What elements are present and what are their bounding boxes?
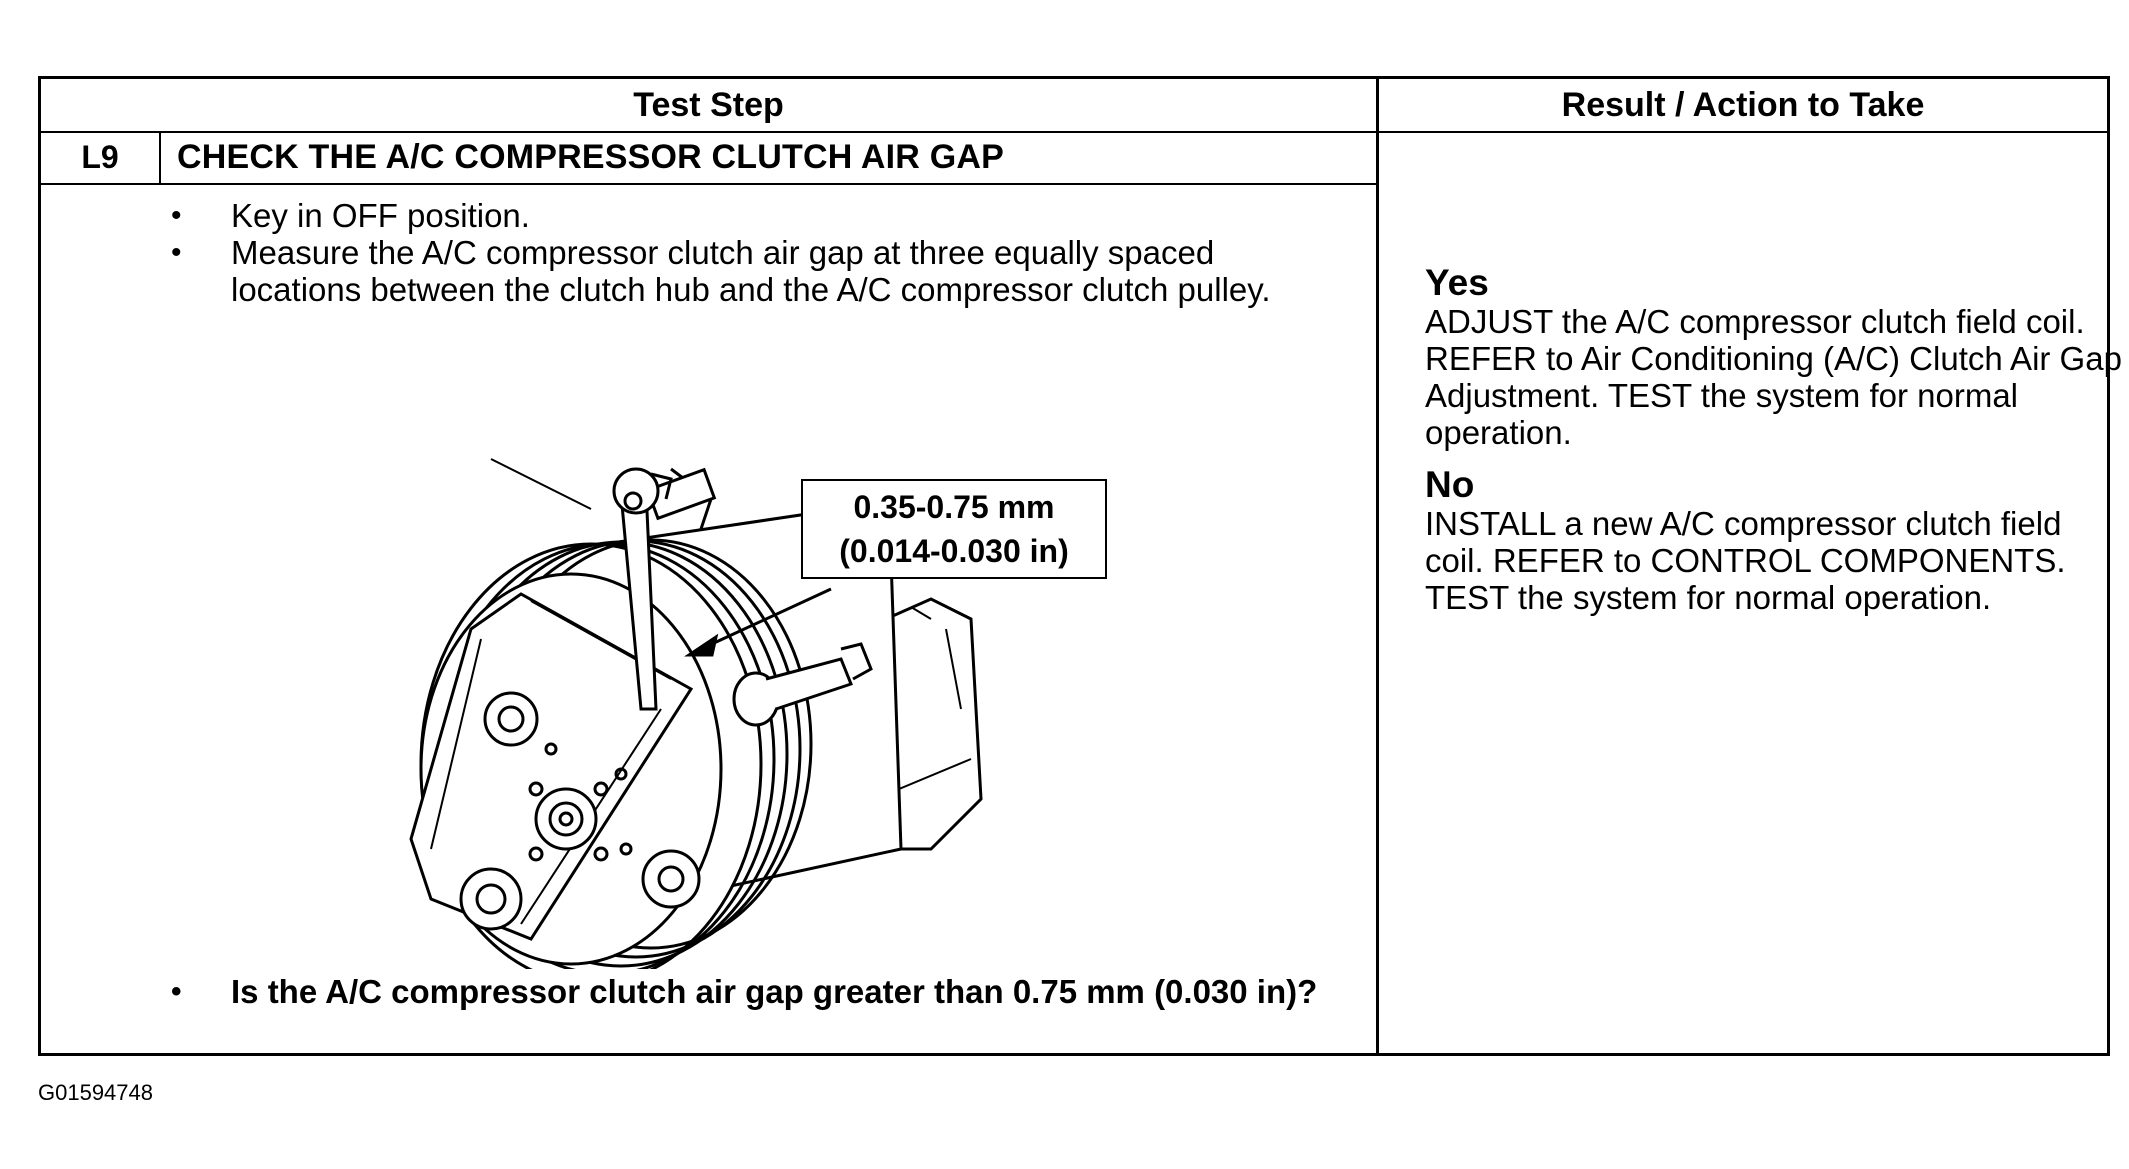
result-no: No INSTALL a new A/C compressor clutch f… [1425, 464, 2125, 617]
step-id: L9 [41, 131, 161, 183]
header-test-step: Test Step [41, 79, 1376, 133]
yes-action: ADJUST the A/C compressor clutch field c… [1425, 303, 2122, 451]
result-yes: Yes ADJUST the A/C compressor clutch fie… [1425, 262, 2125, 452]
column-divider [1376, 79, 1379, 1053]
bullet-icon: • [171, 199, 182, 232]
no-label: No [1425, 464, 1475, 505]
step-title: CHECK THE A/C COMPRESSOR CLUTCH AIR GAP [177, 137, 1004, 176]
test-step-table: Test Step Result / Action to Take L9 CHE… [38, 76, 2122, 1056]
figure-id: G01594748 [38, 1080, 153, 1105]
result-actions: Yes ADJUST the A/C compressor clutch fie… [1425, 263, 2125, 630]
question-text: Is the A/C compressor clutch air gap gre… [231, 973, 1318, 1010]
step-instructions: • Key in OFF position. • Measure the A/C… [171, 197, 1351, 308]
header-result-action: Result / Action to Take [1379, 79, 2107, 133]
bullet-icon: • [171, 236, 182, 269]
compressor-clutch-illustration [409, 458, 983, 969]
bullet-icon: • [171, 975, 182, 1008]
instruction-text: Key in OFF position. [231, 197, 530, 234]
step-question: • Is the A/C compressor clutch air gap g… [171, 973, 1351, 1010]
instruction-item: • Measure the A/C compressor clutch air … [171, 234, 1351, 308]
instruction-text: Measure the A/C compressor clutch air ga… [231, 234, 1271, 308]
instruction-item: • Key in OFF position. [171, 197, 1351, 234]
no-action: INSTALL a new A/C compressor clutch fiel… [1425, 505, 2066, 616]
air-gap-spec-callout: 0.35-0.75 mm (0.014-0.030 in) [801, 479, 1107, 579]
spec-imperial: (0.014-0.030 in) [839, 533, 1069, 569]
spec-metric: 0.35-0.75 mm [853, 489, 1055, 525]
step-title-row: L9 CHECK THE A/C COMPRESSOR CLUTCH AIR G… [41, 131, 1376, 185]
yes-label: Yes [1425, 262, 1489, 303]
